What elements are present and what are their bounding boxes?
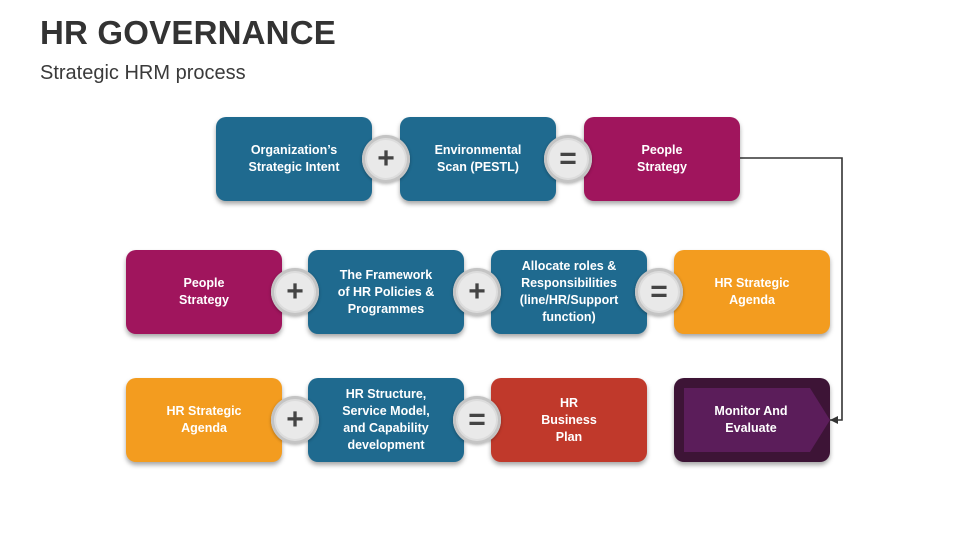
equals-operator: =	[635, 268, 683, 316]
monitor-and-evaluate-label: Monitor And Evaluate	[714, 404, 788, 435]
box-people-strategy-result: People Strategy	[584, 117, 740, 201]
box-allocate-roles: Allocate roles & Responsibilities (line/…	[491, 250, 647, 334]
box-people-strategy: People Strategy	[126, 250, 282, 334]
plus-operator: +	[271, 396, 319, 444]
box-environmental-scan: Environmental Scan (PESTL)	[400, 117, 556, 201]
page-subtitle: Strategic HRM process	[40, 62, 246, 84]
box-hr-strategic-agenda: HR Strategic Agenda	[126, 378, 282, 462]
arrow-shape-icon	[684, 388, 830, 452]
box-monitor-and-evaluate: Monitor And Evaluate	[674, 378, 830, 462]
plus-operator: +	[362, 135, 410, 183]
plus-operator: +	[271, 268, 319, 316]
equals-operator: =	[544, 135, 592, 183]
box-organizations-strategic-intent: Organization’s Strategic Intent	[216, 117, 372, 201]
page-title: HR GOVERNANCE	[40, 14, 336, 51]
box-hr-structure: HR Structure, Service Model, and Capabil…	[308, 378, 464, 462]
plus-operator: +	[453, 268, 501, 316]
equals-operator: =	[453, 396, 501, 444]
box-hr-business-plan: HR Business Plan	[491, 378, 647, 462]
box-hr-strategic-agenda-result: HR Strategic Agenda	[674, 250, 830, 334]
box-hr-policies-framework: The Framework of HR Policies & Programme…	[308, 250, 464, 334]
